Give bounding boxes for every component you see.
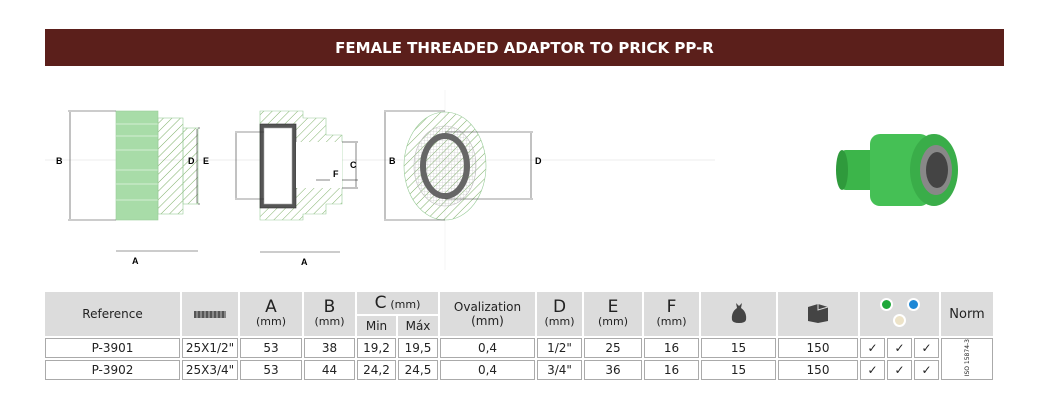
cell-size: 25X3/4" — [182, 360, 238, 380]
label-d: D — [188, 156, 195, 166]
table-row: P-3901 25X1/2" 53 38 19,2 19,5 0,4 1/2" … — [45, 338, 993, 380]
cell-c-min: 19,2 — [357, 338, 396, 358]
header-f: F(mm) — [644, 292, 699, 336]
ruler-icon — [182, 292, 238, 336]
side-view — [68, 110, 200, 252]
header-c-max: Máx — [398, 316, 438, 336]
cell-d: 1/2" — [537, 338, 582, 358]
check-beige: ✓ — [914, 360, 939, 380]
cell-reference: P-3902 — [45, 360, 180, 380]
spec-table: Reference A(mm) B(mm) C (mm) Ovalization… — [43, 290, 995, 382]
cell-c-max: 24,5 — [398, 360, 438, 380]
cell-bag: 15 — [701, 338, 776, 358]
end-view — [384, 90, 533, 270]
cell-box: 150 — [778, 338, 858, 358]
label-a2: A — [301, 257, 308, 267]
label-b: B — [56, 156, 63, 166]
cell-ovalization: 0,4 — [440, 338, 535, 358]
cell-e: 25 — [584, 338, 642, 358]
check-beige: ✓ — [914, 338, 939, 358]
label-c: C — [350, 160, 357, 170]
header-norm: Norm — [941, 292, 993, 336]
cell-norm: ISO 15874-3 — [941, 338, 993, 380]
page-title: FEMALE THREADED ADAPTOR TO PRICK PP-R — [45, 29, 1004, 66]
box-icon — [778, 292, 858, 336]
check-blue: ✓ — [887, 360, 912, 380]
header-b: B(mm) — [304, 292, 355, 336]
color-options-header — [860, 292, 939, 336]
cell-size: 25X1/2" — [182, 338, 238, 358]
cell-reference: P-3901 — [45, 338, 180, 358]
cell-bag: 15 — [701, 360, 776, 380]
cell-box: 150 — [778, 360, 858, 380]
technical-drawing: B E A D C F A B D — [45, 90, 715, 270]
table-row: P-3902 25X3/4" 53 44 24,2 24,5 0,4 3/4" … — [45, 360, 993, 380]
cell-e: 36 — [584, 360, 642, 380]
cell-a: 53 — [240, 360, 302, 380]
cell-d: 3/4" — [537, 360, 582, 380]
header-a: A(mm) — [240, 292, 302, 336]
beige-color-dot — [893, 314, 906, 327]
cell-b: 44 — [304, 360, 355, 380]
cell-c-max: 19,5 — [398, 338, 438, 358]
product-photo — [836, 134, 958, 206]
header-c: C (mm) — [357, 292, 438, 314]
label-e: E — [203, 156, 209, 166]
label-a: A — [132, 256, 139, 266]
header-e: E(mm) — [584, 292, 642, 336]
blue-color-dot — [906, 298, 920, 311]
label-b2: B — [389, 156, 396, 166]
bag-icon — [701, 292, 776, 336]
green-color-dot — [879, 298, 893, 311]
check-green: ✓ — [860, 360, 885, 380]
header-ovalization: Ovalization(mm) — [440, 292, 535, 336]
label-d2: D — [535, 156, 542, 166]
cell-c-min: 24,2 — [357, 360, 396, 380]
check-blue: ✓ — [887, 338, 912, 358]
cell-f: 16 — [644, 338, 699, 358]
header-c-min: Min — [357, 316, 396, 336]
cell-ovalization: 0,4 — [440, 360, 535, 380]
cell-a: 53 — [240, 338, 302, 358]
section-view — [235, 110, 358, 253]
header-reference: Reference — [45, 292, 180, 336]
label-f: F — [333, 169, 339, 179]
cell-f: 16 — [644, 360, 699, 380]
header-d: D(mm) — [537, 292, 582, 336]
check-green: ✓ — [860, 338, 885, 358]
cell-b: 38 — [304, 338, 355, 358]
